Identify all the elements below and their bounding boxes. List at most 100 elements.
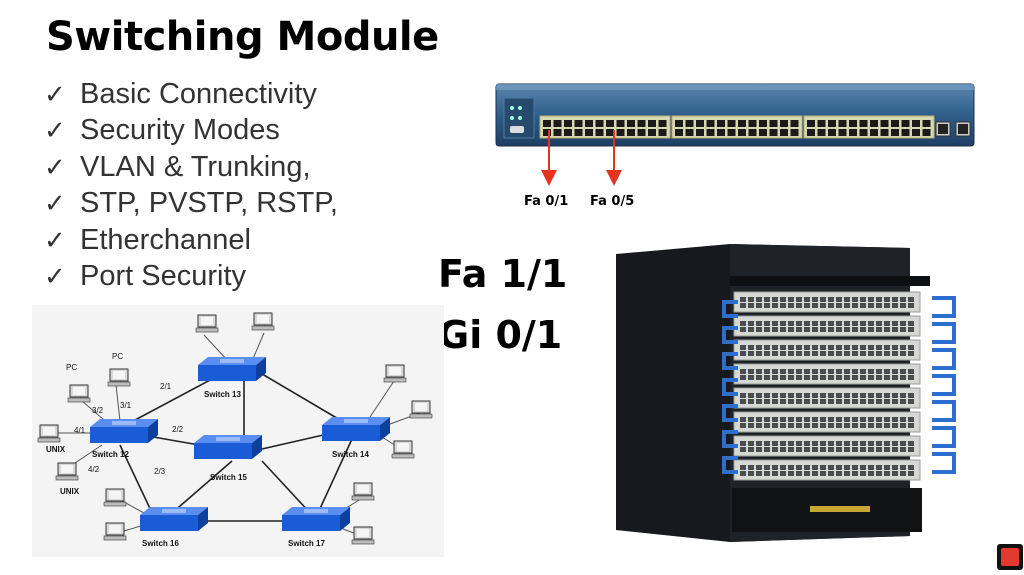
network-switch-icon [140,507,208,531]
card-port [796,447,802,452]
card-port [748,345,754,350]
card-port [820,465,826,470]
card-port [908,321,914,326]
card-port [852,297,858,302]
card-port [804,399,810,404]
card-port [764,327,770,332]
rj45-port [828,129,836,136]
card-port [772,465,778,470]
topic-item: ✓Security Modes [44,113,338,150]
card-port [868,369,874,374]
card-port [844,471,850,476]
card-port [852,399,858,404]
card-port [900,297,906,302]
card-port [868,423,874,428]
card-port [788,321,794,326]
rj45-port [828,120,836,127]
port-arrows [541,130,622,186]
card-port [748,399,754,404]
rj45-port [616,129,625,136]
card-port [892,351,898,356]
card-port [884,399,890,404]
rj45-port [922,129,931,136]
card-port [860,297,866,302]
slide-title: Switching Module [46,14,439,60]
card-port [892,447,898,452]
card-port [876,417,882,422]
card-port [844,447,850,452]
card-port [740,369,746,374]
card-port [804,417,810,422]
card-port [892,471,898,476]
card-port [764,321,770,326]
card-port [844,393,850,398]
card-port [884,351,890,356]
card-port [804,369,810,374]
rj45-port [675,120,683,127]
card-port [740,399,746,404]
card-port [788,393,794,398]
card-port [764,393,770,398]
card-port [852,327,858,332]
rj45-port [817,120,826,127]
card-port [900,393,906,398]
card-port [796,399,802,404]
card-handle [722,456,738,474]
card-port [820,423,826,428]
card-port [828,423,834,428]
host-pc-label: PC [112,352,124,361]
card-port [788,465,794,470]
card-port [804,327,810,332]
card-port [812,399,818,404]
card-port [876,369,882,374]
card-port [740,351,746,356]
card-port [884,303,890,308]
rj45-port [574,120,583,127]
rj45-port [706,120,715,127]
card-port [820,327,826,332]
card-port [884,321,890,326]
rj45-port [685,129,694,136]
card-port [852,351,858,356]
card-port [772,303,778,308]
card-port [748,351,754,356]
card-port [908,471,914,476]
card-port [820,447,826,452]
rj45-port [738,120,746,127]
card-port [908,417,914,422]
card-port [884,345,890,350]
card-port [844,369,850,374]
card-port [788,345,794,350]
card-port [756,327,762,332]
rj45-port [706,129,715,136]
rj45-port [870,120,878,127]
rj45-port [838,129,847,136]
card-port [772,345,778,350]
rj45-port [870,129,878,136]
card-port [844,321,850,326]
network-switch-icon [198,357,266,381]
card-port [756,369,762,374]
computer-icon [251,312,275,331]
port-notation-fa: Fa 1/1 [438,252,568,296]
card-port [796,297,802,302]
card-port [812,297,818,302]
card-port [892,369,898,374]
card-port [844,303,850,308]
rj45-port [849,120,857,127]
card-port [884,447,890,452]
port-label: 2/1 [160,382,172,391]
card-port [892,375,898,380]
card-port [908,393,914,398]
card-handle [932,348,956,370]
card-port [828,369,834,374]
card-port [820,345,826,350]
card-port [756,447,762,452]
rj45-port [891,120,899,127]
link-host-13b [251,332,265,362]
computer-icon [67,384,91,403]
card-port [740,327,746,332]
card-port [780,423,786,428]
switch-15-label: Switch 15 [210,473,247,482]
rj45-port [880,129,889,136]
